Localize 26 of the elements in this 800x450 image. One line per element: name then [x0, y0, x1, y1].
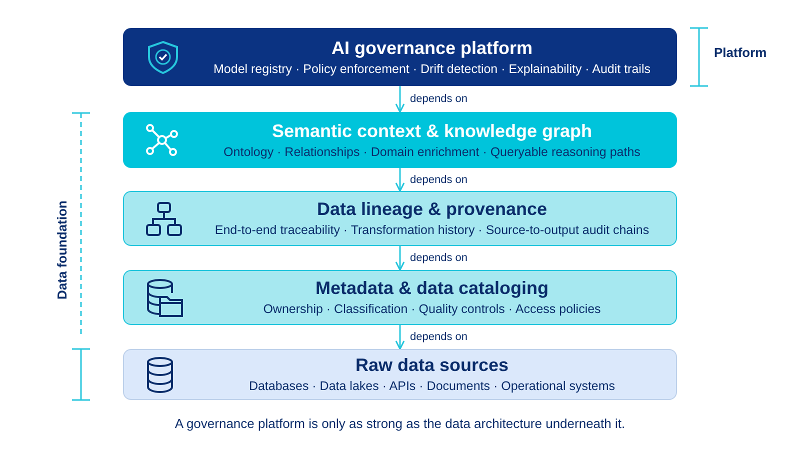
- layer-box: [123, 28, 677, 86]
- arrow: [395, 246, 405, 271]
- edge-label: depends on: [408, 331, 470, 343]
- layer-title: Data lineage & provenance: [316, 198, 548, 220]
- layer-box: [123, 112, 677, 168]
- layer-box: [123, 270, 677, 325]
- bracket-label: Data foundation: [54, 200, 70, 300]
- layer-title: AI governance platform: [331, 36, 533, 58]
- arrow: [395, 168, 405, 192]
- edge-label: depends on: [408, 174, 470, 186]
- layer-box: [123, 349, 677, 400]
- layer-description: Model registry · Policy enforcement · Drift detection · Explainability · Audit trails: [214, 60, 650, 78]
- edge-label: depends on: [408, 252, 470, 264]
- arrow: [395, 86, 405, 113]
- layer-description: Ontology · Relationships · Domain enrichment · Queryable reasoning paths: [224, 144, 640, 160]
- layer-description: Databases · Data lakes · APIs · Documents · Operational systems: [248, 378, 616, 395]
- arrow: [395, 325, 405, 350]
- layer-title: Raw data sources: [355, 354, 509, 376]
- layer-description: Ownership · Classification · Quality controls · Access policies: [263, 301, 601, 318]
- layer-box: [123, 191, 677, 246]
- layer-title: Metadata & data cataloging: [315, 277, 549, 299]
- layer-description: End-to-end traceability · Transformation history · Source-to-output audit chains: [214, 222, 650, 239]
- caption: A governance platform is only as strong as the data architecture underneath it.: [174, 416, 626, 431]
- layer-title: Semantic context & knowledge graph: [272, 120, 592, 142]
- edge-label: depends on: [408, 93, 470, 105]
- bracket-label: Platform: [714, 45, 767, 60]
